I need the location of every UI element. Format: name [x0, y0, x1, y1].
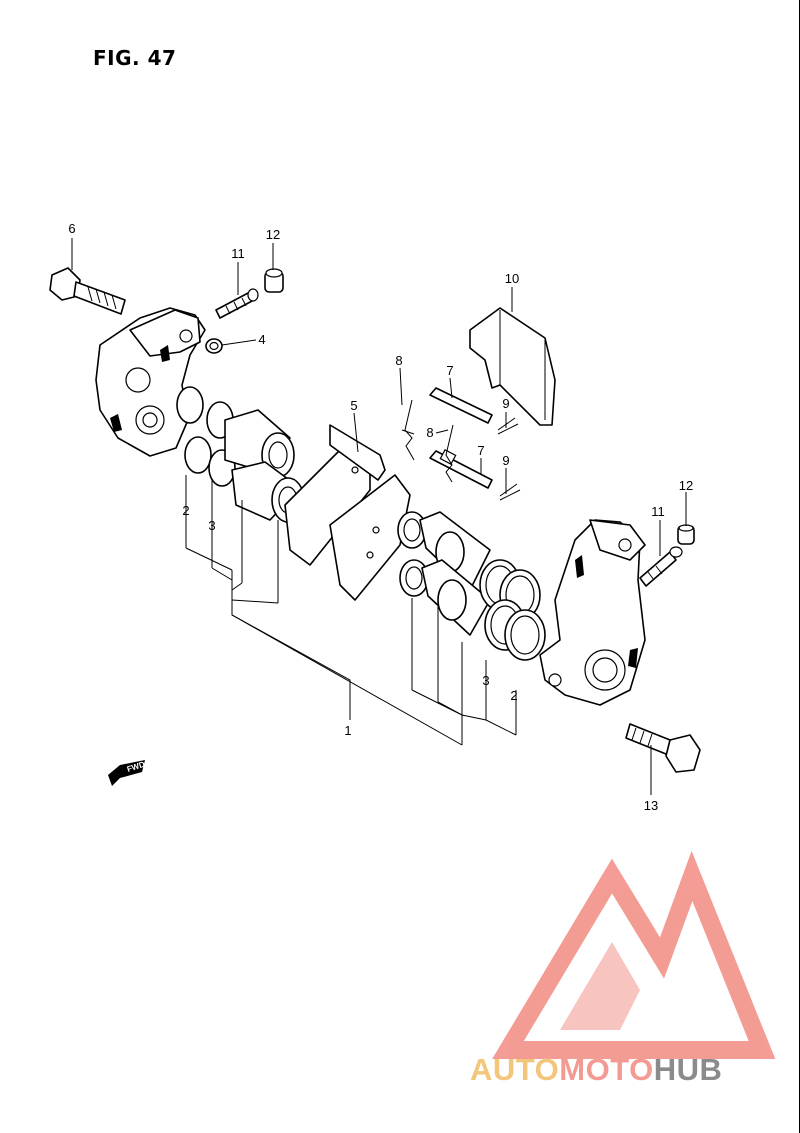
- washer-4: [205, 338, 223, 354]
- callout-12-right: 12: [679, 478, 693, 493]
- pin-7-upper: [429, 387, 493, 424]
- callout-9-lower: 9: [502, 453, 509, 468]
- cap-12-left: [264, 268, 284, 293]
- bleeder-screw-11-right: [639, 546, 683, 587]
- cotter-pin-9-lower: [499, 483, 521, 501]
- wordmark-moto: MOTO: [559, 1052, 654, 1087]
- wordmark-auto: AUTO: [470, 1052, 560, 1087]
- right-seals: [479, 559, 546, 661]
- bolt-6: [49, 267, 126, 315]
- cotter-pin-9-upper: [497, 417, 519, 435]
- leader-lines: [71, 238, 687, 795]
- right-caliper-half: [539, 519, 646, 706]
- pad-spring-10: [469, 307, 556, 426]
- wordmark-hub: HUB: [653, 1052, 723, 1087]
- watermark-logo: [492, 850, 776, 1059]
- callout-7-upper: 7: [446, 363, 453, 378]
- callout-6: 6: [68, 221, 75, 236]
- right-pistons: [397, 511, 491, 636]
- clip-8-lower: [445, 424, 454, 483]
- callout-3-left: 3: [208, 518, 215, 533]
- left-seals: [176, 386, 236, 487]
- callout-1: 1: [344, 723, 351, 738]
- callout-10: 10: [505, 271, 519, 286]
- figure-title: FIG. 47: [93, 46, 177, 70]
- left-pistons: [224, 409, 305, 523]
- callout-labels: 6 11 12 4 10 8 7 9 5 8 7 9 12 11 2 3 3 2…: [68, 221, 693, 813]
- watermark-wordmark: AUTOMOTOHUB: [470, 1052, 792, 1088]
- left-caliper-half: [95, 307, 206, 457]
- brake-pads-5: [284, 424, 411, 601]
- callout-9-upper: 9: [502, 396, 509, 411]
- callout-8-upper: 8: [395, 353, 402, 368]
- callout-2-left: 2: [182, 503, 189, 518]
- callout-13: 13: [644, 798, 658, 813]
- callout-12-left: 12: [266, 227, 280, 242]
- callout-11-right: 11: [651, 504, 665, 519]
- callout-3-right: 3: [482, 673, 489, 688]
- callout-8-lower: 8: [426, 425, 433, 440]
- bleeder-screw-11-left: [215, 288, 259, 319]
- callout-5: 5: [350, 398, 357, 413]
- callout-2-right: 2: [510, 688, 517, 703]
- pin-7-lower: [429, 448, 493, 489]
- fwd-direction-marker: FWD: [108, 760, 146, 786]
- callout-7-lower: 7: [477, 443, 484, 458]
- bolt-13: [625, 723, 701, 773]
- callout-4: 4: [258, 332, 265, 347]
- callout-11-left: 11: [231, 246, 245, 261]
- clip-8-upper: [401, 399, 415, 461]
- cap-12-right: [677, 524, 695, 545]
